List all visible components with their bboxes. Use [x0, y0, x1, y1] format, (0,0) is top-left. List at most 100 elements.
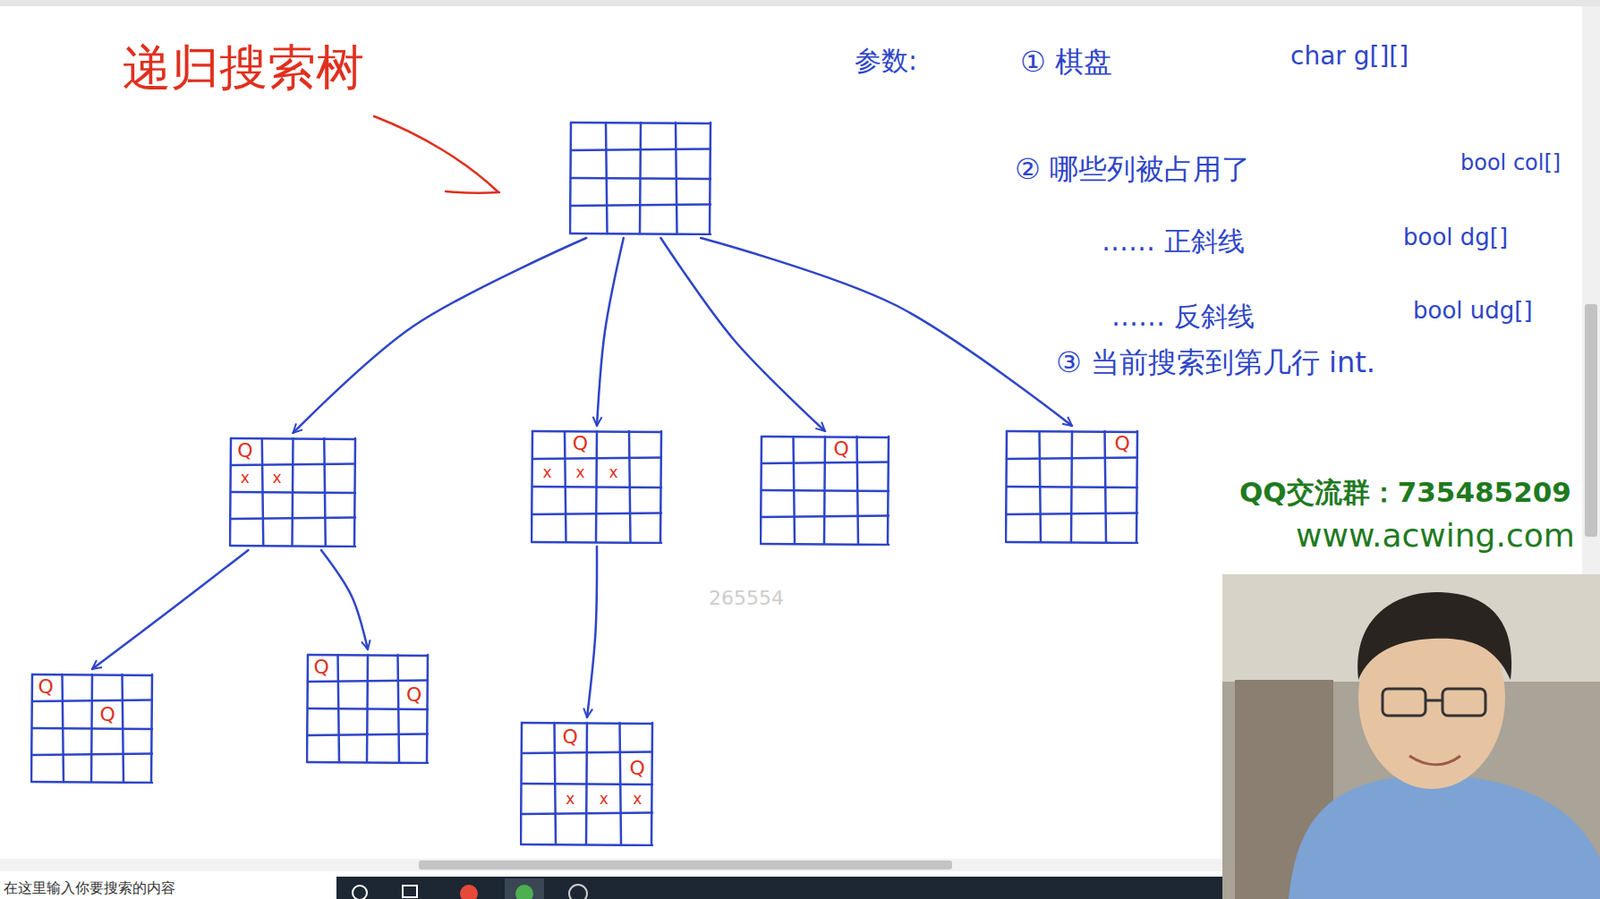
chess-board: QQxxx: [519, 721, 655, 847]
board-cell: Q: [825, 434, 859, 463]
label-wrap: 265554: [708, 587, 784, 610]
grid-line: [521, 783, 653, 785]
grid-line: [398, 655, 400, 763]
note-text: bool col[]: [1460, 150, 1561, 176]
grid-line: [675, 122, 678, 234]
taskbar: [0, 876, 1223, 899]
chess-board: Qx x x: [530, 429, 664, 545]
blocked-mark: x: [542, 465, 552, 481]
board-cell: Q: [30, 672, 62, 701]
blocked-mark: x: [608, 465, 618, 481]
chess-board: Q: [1004, 429, 1140, 545]
queen-mark: Q: [314, 657, 330, 678]
grid-line: [570, 204, 711, 207]
red-arrow-head: [445, 191, 500, 194]
title-wrap: 递归搜索树: [122, 35, 365, 102]
grid-line: [532, 513, 662, 516]
diagram-title: 递归搜索树: [122, 39, 365, 96]
webcam-background: [1222, 574, 1600, 899]
board-cell: Q: [399, 680, 431, 709]
label-wrap: …… 反斜线: [1111, 298, 1255, 336]
queen-mark: Q: [38, 677, 54, 698]
board-cell: x: [596, 458, 630, 487]
grid-line: [761, 490, 889, 492]
grid-line: [122, 674, 125, 783]
red-arrow-shaft: [374, 116, 498, 192]
glasses-bridge: [1425, 699, 1443, 703]
title-arrow: [374, 116, 500, 194]
grid-line: [709, 122, 711, 234]
blocked-mark: x: [565, 791, 575, 808]
board-cell: x: [530, 458, 564, 487]
board-cell: x: [261, 464, 294, 493]
label-wrap: QQ交流群：735485209: [1239, 474, 1572, 512]
scrollbar-thumb: [1584, 304, 1598, 537]
blocked-mark: x: [599, 791, 609, 808]
tree-edge: [587, 546, 597, 718]
board-cell: Q: [92, 700, 124, 729]
label-wrap: ① 棋盘: [1020, 42, 1113, 83]
hair: [1357, 592, 1512, 681]
board-cell: x: [587, 783, 622, 816]
grid-line: [532, 486, 662, 488]
grid-line: [570, 178, 711, 179]
grid-line: [307, 734, 428, 737]
grid-line: [887, 436, 889, 545]
grid-line: [307, 708, 428, 710]
board-cell: Q: [563, 429, 597, 459]
grid-line: [570, 233, 711, 235]
note-text: …… 正斜线: [1101, 225, 1245, 257]
grid-line: [151, 674, 153, 783]
search-box: [0, 876, 337, 899]
chess-board: Q: [759, 434, 891, 546]
grid-line: [857, 436, 860, 545]
horizontal-scrollbar: [0, 859, 1223, 872]
grid-line: [32, 782, 153, 783]
board-cell: x: [563, 458, 597, 487]
hoodie: [1288, 774, 1600, 899]
label-wrap: www.acwing.com: [1295, 517, 1575, 554]
grid-line: [660, 431, 662, 543]
blocked-mark: x: [272, 470, 282, 486]
board-cell: x: [553, 783, 588, 816]
board-grid: [569, 120, 713, 236]
label-wrap: bool dg[]: [1403, 223, 1508, 251]
blocked-mark: x: [240, 470, 250, 486]
queen-mark: Q: [100, 705, 116, 725]
tree-edge: [596, 238, 624, 426]
top-toolbar: [0, 0, 1600, 7]
queen-mark: Q: [572, 434, 588, 454]
board-cell: Q: [306, 653, 338, 681]
label-wrap: bool col[]: [1460, 150, 1561, 176]
label-wrap: 参数:: [854, 42, 918, 80]
note-text: bool dg[]: [1403, 223, 1508, 251]
mouth: [1409, 756, 1461, 766]
note-text: bool udg[]: [1412, 297, 1533, 324]
chess-board: QQ: [30, 672, 154, 784]
note-text: char g[][]: [1290, 41, 1409, 71]
note-text: …… 反斜线: [1111, 300, 1255, 332]
grid-line: [1105, 431, 1107, 543]
grid-line: [323, 438, 326, 546]
board-cell: x: [621, 783, 656, 816]
board-grid: [519, 721, 655, 847]
note-text: ① 棋盘: [1020, 44, 1113, 79]
app-icon: [515, 885, 534, 899]
app-icon: [569, 885, 588, 899]
grid-line: [521, 844, 653, 846]
watermark-number: 265554: [708, 587, 784, 610]
tree-edge: [92, 550, 248, 670]
grid-line: [32, 754, 153, 757]
blocked-mark: x: [575, 465, 585, 481]
board-grid: [759, 434, 891, 546]
queen-mark: Q: [237, 441, 253, 461]
grid-line: [761, 544, 889, 545]
grid-line: [354, 438, 356, 546]
tree-edge: [293, 238, 588, 434]
queen-mark: Q: [834, 439, 850, 460]
grid-line: [307, 762, 428, 764]
search-placeholder: 在这里输入你要搜索的内容: [3, 879, 176, 897]
glasses: [1442, 689, 1486, 716]
grid-line: [1136, 431, 1138, 543]
chess-board: Qx x: [229, 436, 358, 548]
